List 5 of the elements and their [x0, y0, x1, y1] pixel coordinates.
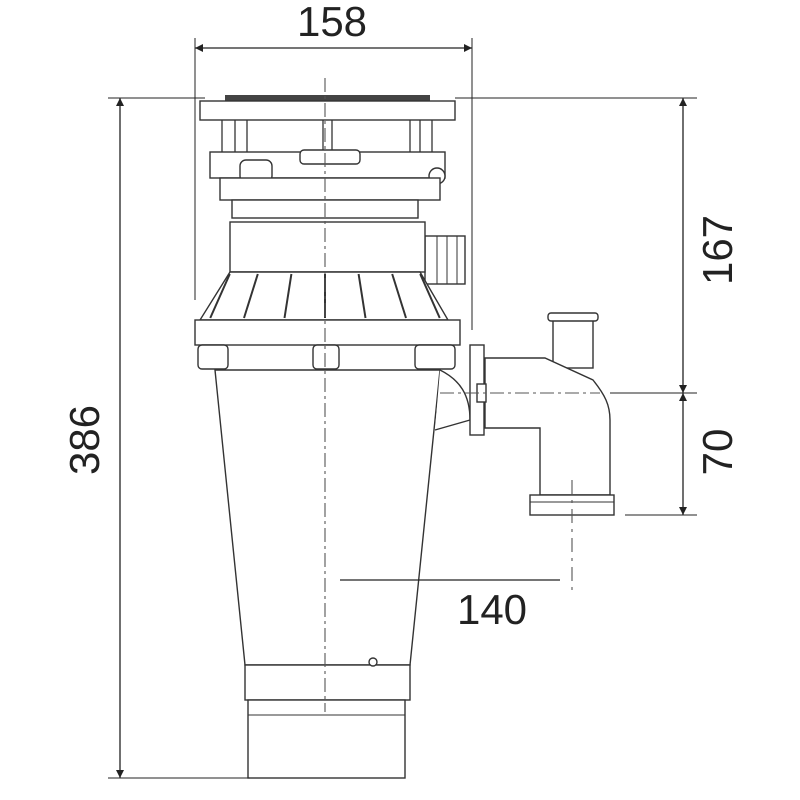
- dimension-label: 140: [456, 589, 528, 631]
- dimension-label: 386: [64, 404, 106, 476]
- dimension-label: 158: [296, 1, 368, 43]
- dimension-label: 167: [697, 214, 739, 286]
- dimension-label: 70: [697, 428, 739, 476]
